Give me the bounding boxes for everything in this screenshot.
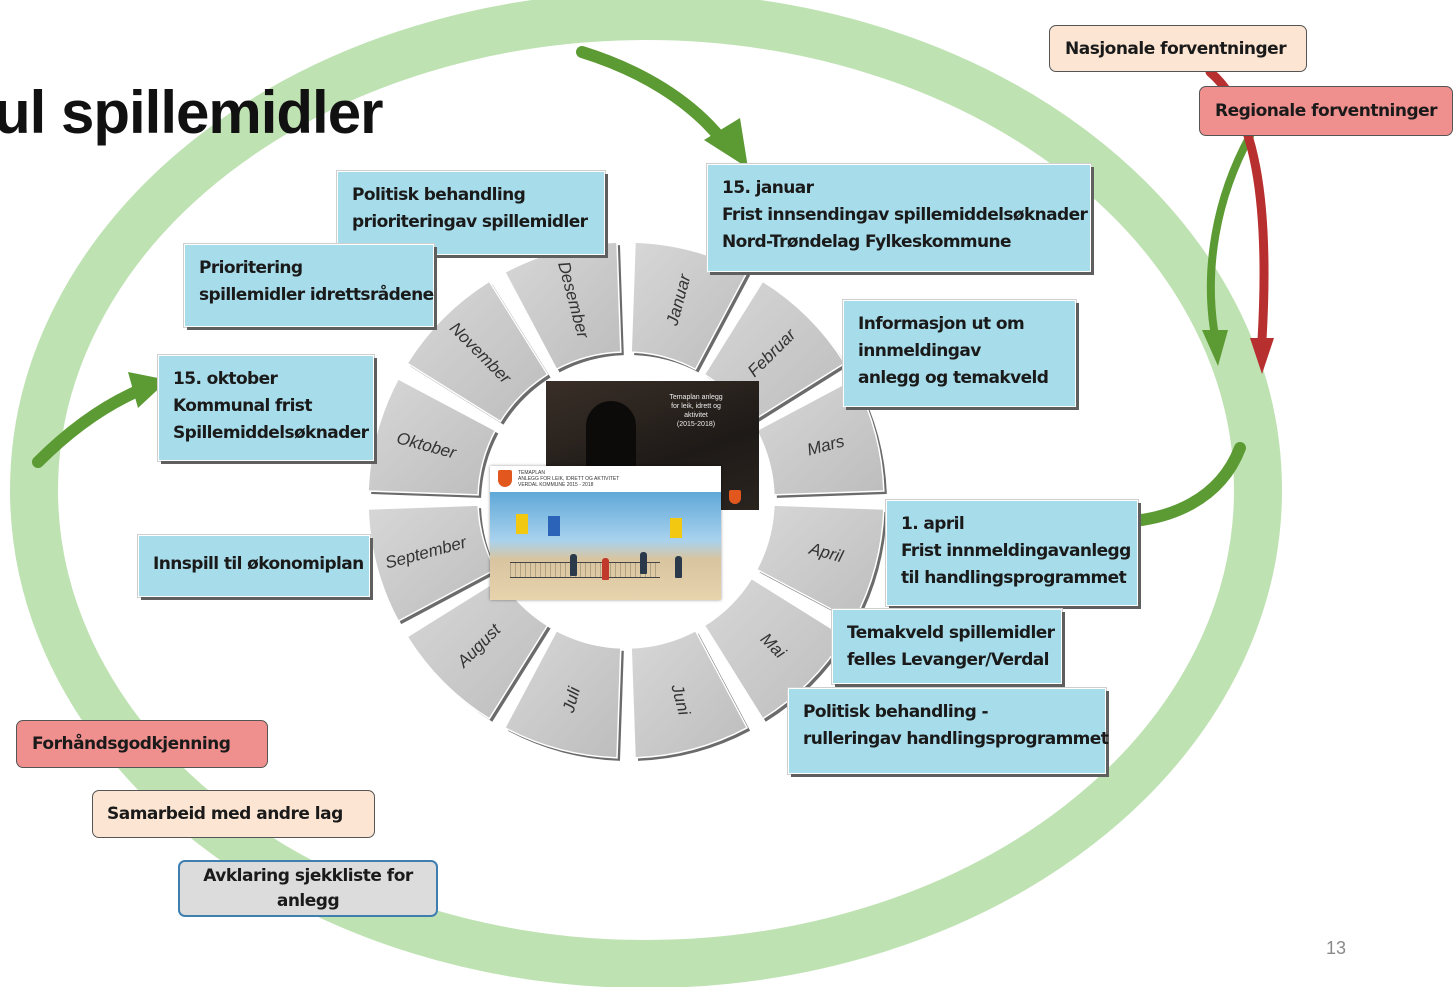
box-line: felles Levanger/Verdal: [847, 650, 1049, 670]
header-line: TEMAPLAN: [518, 470, 545, 476]
box-line: innmeldingav: [858, 341, 981, 361]
month-segment-juni: [630, 629, 749, 759]
box-line: Frist innsendingav spillemiddelsøknader: [722, 205, 1088, 225]
volleyball-net: [510, 562, 660, 578]
box-prioritering-idrettsrad: Prioritering spillemidler idrettsrådene: [184, 244, 434, 327]
municipality-crest-icon: [729, 490, 741, 504]
arrow-to-october: [32, 384, 146, 468]
cover-line: for leik, idrett og: [671, 403, 721, 410]
plan-cover-caption: Temaplan anlegg for leik, idrett og akti…: [661, 393, 731, 429]
beach-volleyball-photo: TEMAPLAN ANLEGG FOR LEIK, IDRETT OG AKTI…: [490, 466, 721, 600]
month-segment-oktober: [367, 377, 497, 496]
player: [675, 556, 682, 578]
box-rullering: Politisk behandling - rulleringav handli…: [788, 688, 1109, 774]
month-segment-desember: [503, 241, 622, 371]
plan-header-text: TEMAPLAN ANLEGG FOR LEIK, IDRETT OG AKTI…: [518, 470, 668, 488]
box-line: Prioritering: [199, 258, 303, 278]
box-april-frist: 1. april Frist innmeldingavanlegg til ha…: [886, 500, 1138, 606]
box-line: spillemidler idrettsrådene: [199, 285, 434, 305]
box-line: Innspill til økonomiplan: [153, 554, 364, 574]
box-line: Kommunal frist: [173, 396, 312, 416]
box-kommunal-frist: 15. oktober Kommunal frist Spillemiddels…: [158, 355, 374, 461]
arrow-regional-down-head: [1202, 330, 1228, 366]
box-line: anlegg og temakveld: [858, 368, 1049, 388]
page-number: 13: [1326, 938, 1347, 958]
tag-forhandsgodkjenning: Forhåndsgodkjenning: [16, 720, 268, 768]
cover-line: aktivitet: [684, 412, 708, 419]
box-okonomiplan: Innspill til økonomiplan: [138, 535, 370, 597]
cover-line: Temaplan anlegg: [669, 394, 723, 401]
arrow-to-april: [1114, 442, 1246, 528]
tag-regionale-forventninger: Regionale forventninger: [1199, 86, 1453, 136]
arrow-national-down-head: [1250, 338, 1274, 374]
box-temakveld: Temakveld spillemidler felles Levanger/V…: [832, 609, 1062, 684]
player: [640, 552, 647, 574]
header-line: ANLEGG FOR LEIK, IDRETT OG AKTIVITET: [518, 476, 620, 482]
tag-samarbeid: Samarbeid med andre lag: [92, 790, 375, 838]
municipality-crest-icon: [498, 470, 512, 487]
player: [602, 558, 609, 580]
arrow-to-january-head: [704, 118, 748, 168]
box-line: Spillemiddelsøknader: [173, 423, 369, 443]
box-line: til handlingsprogrammet: [901, 568, 1127, 588]
box-line: 1. april: [901, 514, 965, 534]
box-line: Nord-Trøndelag Fylkeskommune: [722, 232, 1012, 252]
tag-line: anlegg: [276, 890, 340, 911]
page-title: ul spillemidler: [0, 79, 383, 146]
box-line: Politisk behandling -: [803, 702, 989, 722]
tag-avklaring: Avklaring sjekkliste for anlegg: [178, 860, 438, 917]
box-politisk-prioritering: Politisk behandling prioriteringav spill…: [337, 171, 605, 255]
box-line: Temakveld spillemidler: [847, 623, 1055, 643]
flag-icon: [670, 518, 682, 538]
box-line: 15. januar: [722, 178, 814, 198]
arrow-regional-down: [1206, 132, 1254, 334]
beach-scene: [490, 492, 721, 600]
box-informasjon: Informasjon ut om innmeldingav anlegg og…: [843, 300, 1076, 407]
box-line: 15. oktober: [173, 369, 278, 389]
month-segment-august: [406, 577, 549, 720]
month-segment-januar: [630, 241, 749, 371]
arrow-to-january: [576, 46, 728, 146]
flag-icon: [516, 514, 528, 534]
box-januar-frist: 15. januar Frist innsendingav spillemidd…: [707, 164, 1091, 272]
box-line: Informasjon ut om: [858, 314, 1025, 334]
tag-line: Avklaring sjekkliste for: [203, 865, 413, 886]
box-line: prioriteringav spillemidler: [352, 212, 588, 232]
box-line: Frist innmeldingavanlegg: [901, 541, 1131, 561]
month-segment-september: [367, 504, 497, 623]
header-line: VERDAL KOMMUNE 2015 - 2018: [518, 482, 594, 488]
cycle-ring: [10, 0, 1282, 987]
month-segment-november: [406, 280, 549, 423]
player: [570, 554, 577, 576]
flag-icon: [548, 516, 560, 536]
box-line: Politisk behandling: [352, 185, 526, 205]
cover-line: (2015-2018): [676, 421, 716, 428]
month-segment-juli: [503, 629, 622, 759]
box-line: rulleringav handlingsprogrammet: [803, 729, 1109, 749]
tag-nasjonale-forventninger: Nasjonale forventninger: [1049, 25, 1307, 72]
